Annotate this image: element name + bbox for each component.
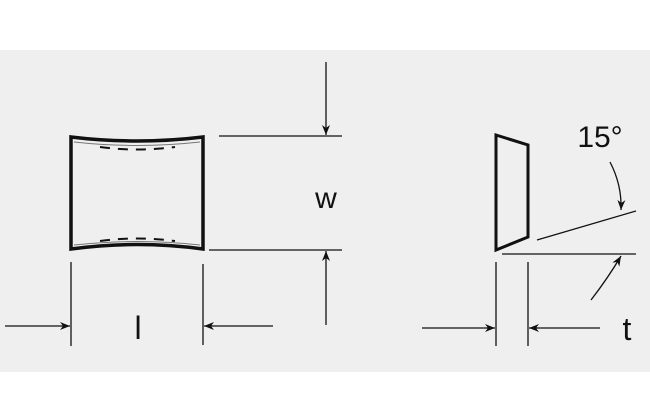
angle-dimension (502, 161, 637, 301)
front-view (69, 135, 205, 252)
thickness-dimension (422, 262, 600, 346)
diagram-background (0, 50, 650, 372)
length-dimension (5, 262, 273, 346)
width-label: w (314, 182, 337, 215)
width-dimension (209, 62, 342, 325)
angle-label: 15° (577, 121, 622, 154)
length-label: l (134, 310, 141, 346)
thickness-label: t (623, 311, 632, 347)
side-view (494, 132, 530, 253)
